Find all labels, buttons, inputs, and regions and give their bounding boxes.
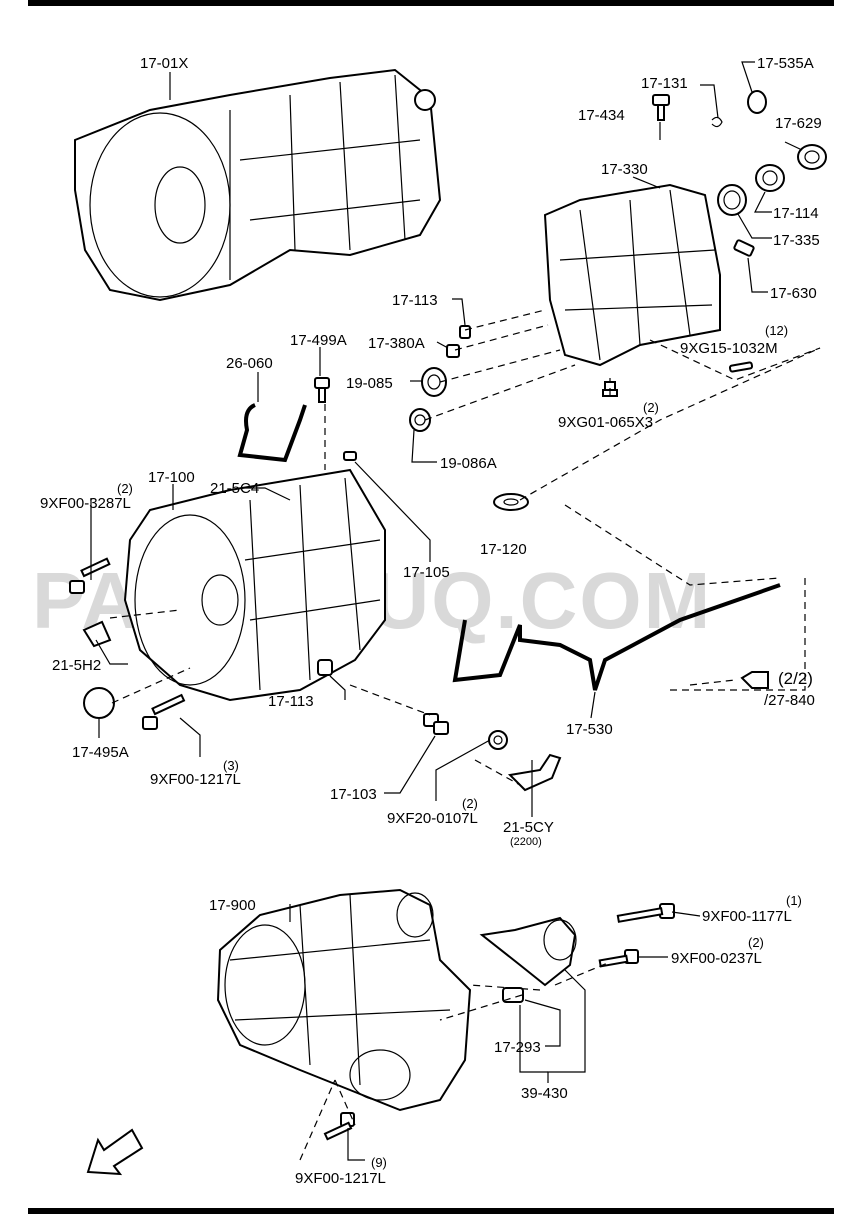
pin-17-113-lower[interactable] [317,659,333,676]
qty-21-5cy: (2200) [510,836,542,848]
label-9xf00-1217l-lower: 9XF00-1217L [295,1170,386,1187]
pin-17-105[interactable] [343,451,357,461]
plug-17-535a[interactable] [747,90,767,114]
label-17-105: 17-105 [403,564,450,581]
bolt-17-499a[interactable] [314,377,330,403]
bushing-17-629[interactable] [797,144,827,170]
pin-17-380a[interactable] [446,344,460,358]
qty-9xf00-1217l-lower: (9) [371,1155,387,1170]
qty-9xf20-0107l: (2) [462,796,478,811]
actuator-39-430[interactable] [479,916,577,987]
nut-9xf20-0107l[interactable] [488,730,508,750]
qty-9xg15: (12) [765,323,788,338]
extension-housing-17-330[interactable] [543,183,721,367]
label-17-495a: 17-495A [72,744,129,761]
qty-9xf00-0237l: (2) [748,935,764,950]
switch-17-630[interactable] [733,239,755,257]
plug-17-495a[interactable] [83,687,115,719]
label-17-113-upper: 17-113 [392,292,438,309]
label-17-100: 17-100 [148,469,195,486]
label-17-103: 17-103 [330,786,377,803]
seal-19-086a[interactable] [409,408,431,432]
label-17-01x: 17-01X [140,55,188,72]
qty-9xg01: (2) [643,400,659,415]
label-21-5h2: 21-5H2 [52,657,101,674]
label-17-330: 17-330 [601,161,648,178]
ref-arrow-27-840 [740,671,769,689]
transmission-case-17-100[interactable] [123,468,386,702]
clip-17-131[interactable] [711,116,723,128]
label-17-120: 17-120 [480,541,527,558]
label-9xf00-1217l-upper: 9XF00-1217L [150,771,241,788]
ref-27-840: /27-840 [764,692,815,709]
bolt-17-103[interactable] [423,713,449,735]
label-9xf00-0237l: 9XF00-0237L [671,950,762,967]
label-17-380a: 17-380A [368,335,425,352]
leader-lines [90,61,821,1161]
label-39-430: 39-430 [521,1085,568,1102]
bolt-9xf00-1217l-lower[interactable] [323,1112,355,1141]
qty-9xf00-3287l: (2) [117,481,133,496]
label-19-086a: 19-086A [440,455,497,472]
bolt-9xf00-3287l[interactable] [69,557,111,594]
top-border [28,0,834,6]
wire-harness-17-530[interactable] [452,583,781,691]
bushing-17-114[interactable] [755,164,785,192]
label-9xf00-1177l: 9XF00-1177L [702,908,792,925]
label-17-293: 17-293 [494,1039,541,1056]
bolt-9xf00-1217l-upper[interactable] [142,693,186,730]
label-17-499a: 17-499A [290,332,347,349]
label-9xf20-0107l: 9XF20-0107L [387,810,478,827]
label-17-434: 17-434 [578,107,625,124]
bolt-9xf00-0237l[interactable] [598,949,639,968]
oil-seal-17-335[interactable] [717,184,747,216]
label-9xf00-3287l: 9XF00-3287L [40,495,131,512]
label-17-900: 17-900 [209,897,256,914]
label-9xg01-065x3: 9XG01-065X3 [558,414,653,431]
label-17-630: 17-630 [770,285,817,302]
shim-17-120[interactable] [493,493,529,511]
vent-17-434[interactable] [652,94,670,121]
label-17-335: 17-335 [773,232,820,249]
label-17-113-lower: 17-113 [268,693,314,710]
sensor-21-5h2[interactable] [82,620,112,648]
label-17-535a: 17-535A [757,55,814,72]
fwd-arrow [86,1128,144,1176]
bracket-21-5cy[interactable] [507,753,562,792]
label-21-5c4: 21-5C4 [210,480,259,497]
pipe-26-060[interactable] [237,403,307,463]
label-26-060: 26-060 [226,355,273,372]
label-17-629: 17-629 [775,115,822,132]
seal-19-085[interactable] [421,367,447,397]
pin-17-113-upper[interactable] [459,325,471,339]
qty-9xf00-1177l: (1) [786,893,802,908]
transfer-case-17-900[interactable] [216,888,472,1112]
label-19-085: 19-085 [346,375,393,392]
qty-9xf00-1217l-upper: (3) [223,758,239,773]
ref-2-2: (2/2) [778,669,813,688]
bolt-9xf00-1177l[interactable] [616,903,675,923]
label-17-131: 17-131 [641,75,688,92]
label-17-530: 17-530 [566,721,613,738]
label-17-114: 17-114 [773,205,819,222]
label-9xg15-1032m: 9XG15-1032M [680,340,778,357]
bolt-9xg15-1032m[interactable] [728,361,754,373]
label-21-5cy: 21-5CY [503,819,554,836]
bottom-border [28,1208,834,1214]
transmission-assembly-17-01x[interactable] [74,68,442,302]
callout-labels: 17-01X 17-131 17-535A 17-434 17-629 17-3… [40,55,822,1187]
